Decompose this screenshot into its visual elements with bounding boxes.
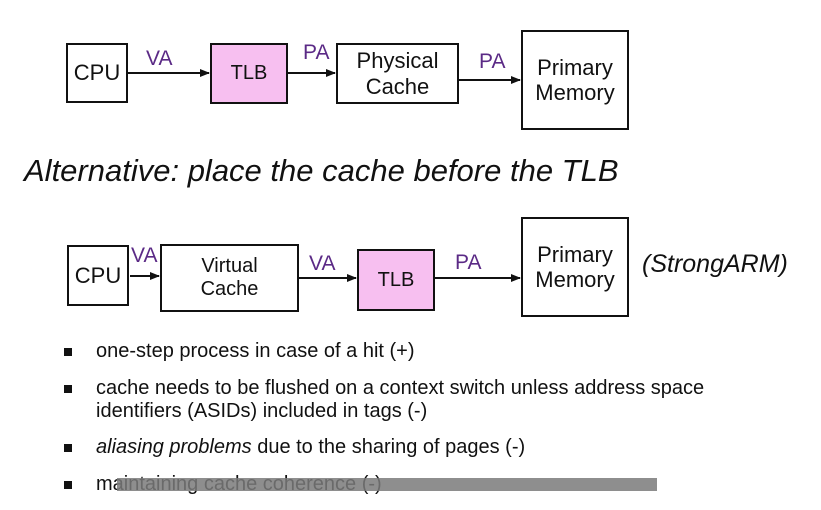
virtual-cache-line2: Cache <box>200 278 259 300</box>
cpu-label-2: CPU <box>74 262 122 288</box>
primary-memory-line1: Primary <box>537 54 613 80</box>
pa-label-2: PA <box>479 50 506 73</box>
bullet-item: one-step process in case of a hit (+) <box>62 340 821 363</box>
primary-memory-line1-b: Primary <box>537 241 613 267</box>
alternative-title: Alternative: place the cache before the … <box>24 153 619 188</box>
pa-label-1: PA <box>303 41 330 64</box>
strongarm-note: (StrongARM) <box>642 250 788 278</box>
primary-memory-line2: Memory <box>535 80 615 105</box>
bullet-square-icon <box>64 444 72 452</box>
cpu-box-top: CPU <box>66 43 128 103</box>
video-caption-overlay <box>117 478 657 491</box>
va-label: VA <box>146 47 173 70</box>
pa-label-3: PA <box>455 251 482 274</box>
bullet-square-icon <box>64 348 72 356</box>
bullet-text: one-step process in case of a hit (+) <box>96 340 415 362</box>
bullet-item: aliasing problems due to the sharing of … <box>62 436 821 459</box>
tlb-label-2: TLB <box>377 268 415 291</box>
bullet-italic-text: aliasing problems <box>96 436 252 458</box>
tlb-box-top: TLB <box>210 43 288 104</box>
tlb-label: TLB <box>230 62 268 84</box>
bullet-text: due to the sharing of pages (-) <box>251 436 526 458</box>
bullet-square-icon <box>64 385 72 393</box>
physical-cache-line1: Physical <box>356 48 439 74</box>
bullet-square-icon <box>64 481 72 489</box>
tlb-box-bottom: TLB <box>357 249 435 311</box>
va-label-2: VA <box>309 252 336 275</box>
cpu-label: CPU <box>73 60 121 86</box>
virtual-cache-line1: Virtual <box>201 255 258 277</box>
bullet-item: cache needs to be flushed on a context s… <box>62 377 821 423</box>
bullet-text-line1: cache needs to be flushed on a context s… <box>96 377 705 399</box>
va-label-1: VA <box>131 244 158 267</box>
bullet-text-line2: identifiers (ASIDs) included in tags (-) <box>96 400 428 422</box>
cpu-box-bottom: CPU <box>67 245 129 306</box>
primary-memory-line2-b: Memory <box>535 267 615 292</box>
physical-cache-line2: Cache <box>365 73 430 99</box>
